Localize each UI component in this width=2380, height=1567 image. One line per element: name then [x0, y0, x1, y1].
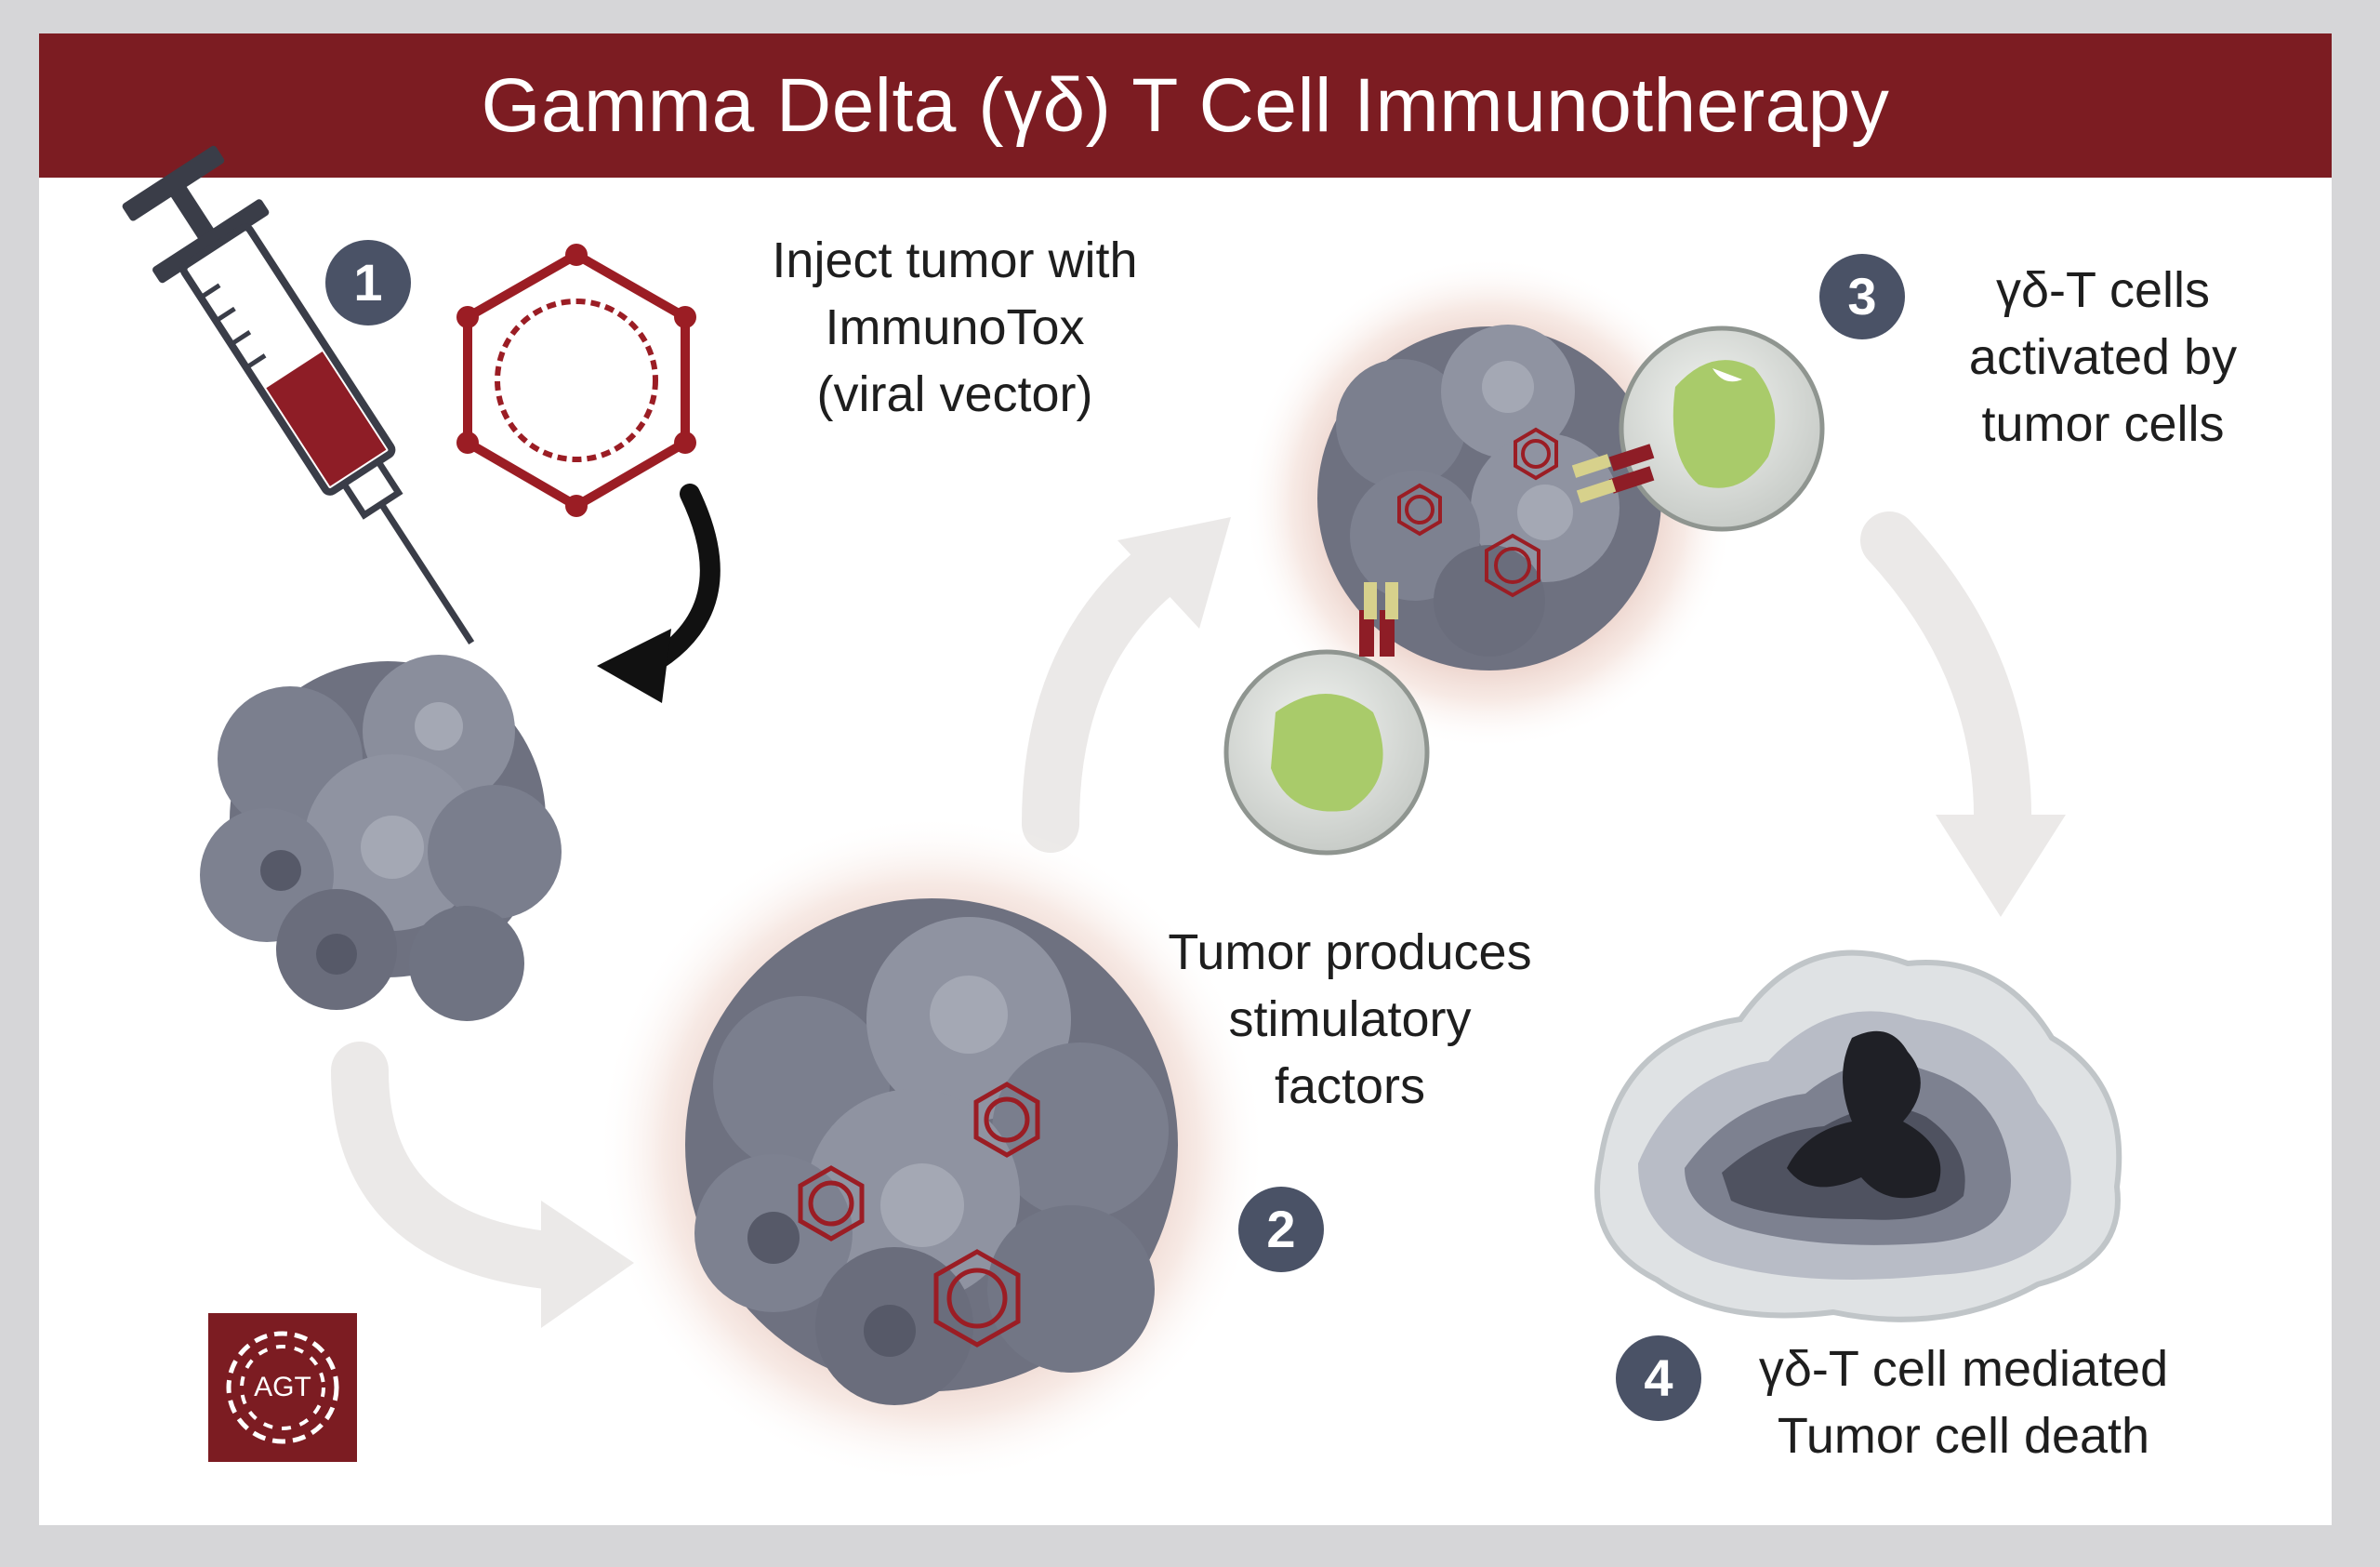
t-cell-icon: [1223, 582, 1430, 856]
inject-arrow-icon: [597, 484, 721, 703]
step-2-label: Tumor produces stimulatory factors: [1168, 924, 1532, 1114]
cycle-arrowhead-icon: [541, 517, 2066, 1328]
step-2-badge: 2: [1238, 1187, 1324, 1272]
step-3-badge: 3: [1819, 254, 1905, 339]
step-3-label: γδ-T cells activated by tumor cells: [1968, 262, 2238, 452]
illustration: [122, 145, 2122, 1484]
dna-ring-icon: [226, 1331, 339, 1444]
title-banner: [39, 33, 2332, 178]
step-4-badge: 4: [1616, 1335, 1701, 1421]
syringe-icon: [122, 145, 475, 645]
step-1-badge: 1: [325, 240, 411, 325]
agt-logo-icon: AGT: [208, 1313, 357, 1462]
page-title: Gamma Delta (γδ) T Cell Immunotherapy: [481, 63, 1890, 148]
infographic-panel: Gamma Delta (γδ) T Cell Immunotherapy: [39, 33, 2332, 1525]
cycle-arrow-icon: [331, 511, 2032, 1290]
step-1-label: Inject tumor with ImmunoTox (viral vecto…: [772, 232, 1138, 422]
viral-vector-icon: [456, 244, 696, 517]
tumor-icon: [200, 655, 562, 1021]
dead-tumor-cell-icon: [1594, 949, 2122, 1322]
step-4-label: γδ-T cell mediated Tumor cell death: [1758, 1341, 2169, 1464]
t-cell-icon: [1571, 325, 1825, 532]
tumor-icon: [597, 815, 1266, 1484]
logo-text: AGT: [254, 1372, 311, 1402]
